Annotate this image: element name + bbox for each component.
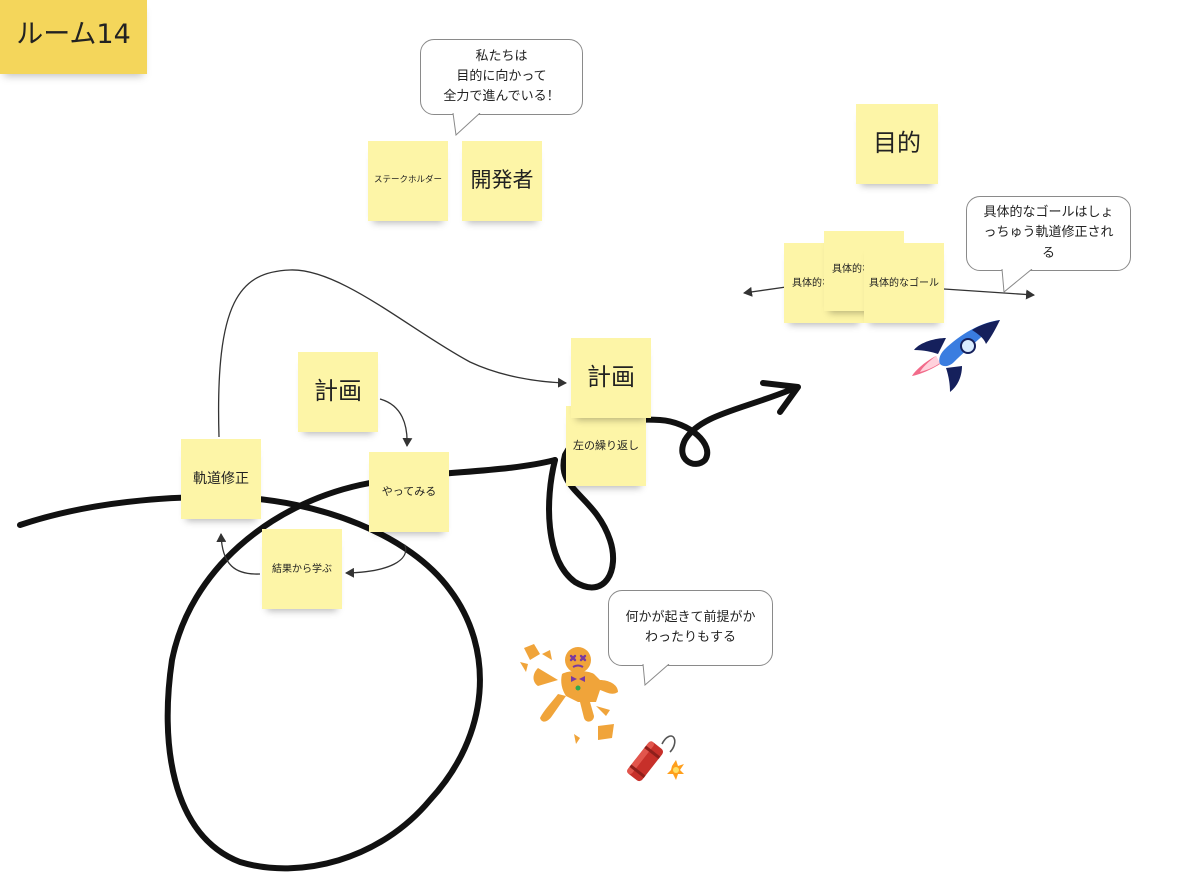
sticky-text: 計画 [314, 377, 362, 406]
bubble-text: 私たちは 目的に向かって 全力で進んでいる！ [443, 48, 560, 105]
sticky-text: 具体的な [832, 264, 872, 275]
sticky-developer[interactable]: 開発者 [462, 141, 542, 221]
sticky-concrete-goal-3[interactable]: 具体的なゴール [864, 243, 944, 323]
sticky-plan-center[interactable]: 計画 [571, 338, 651, 418]
speech-bubble-event[interactable]: 何かが起きて前提がか わったりもする [608, 590, 773, 666]
sticky-text: 左の繰り返し [573, 438, 639, 452]
connector-try-to-learn [345, 544, 407, 578]
sticky-course-correction[interactable]: 軌道修正 [181, 439, 261, 519]
connector-course-to-plan [217, 269, 567, 438]
dynamite-icon[interactable] [622, 730, 684, 782]
sticky-goal[interactable]: 目的 [856, 104, 938, 184]
ink-stroke-wave [17, 457, 558, 872]
rocket-icon[interactable] [906, 316, 1006, 394]
sticky-text: ステークホルダー [373, 175, 442, 186]
speech-bubble-goal-tail [1001, 269, 1033, 293]
room-label-text: ルーム14 [16, 18, 131, 50]
sticky-text: 具体的なゴール [869, 277, 939, 289]
bubble-text: 具体的なゴールはしょ っちゅう軌道修正され る [983, 205, 1114, 261]
sticky-text: 軌道修正 [193, 470, 249, 487]
sticky-text: 具体的な [792, 277, 832, 289]
sticky-text: やってみる [381, 484, 437, 498]
speech-bubble-team[interactable]: 私たちは 目的に向かって 全力で進んでいる！ [420, 39, 583, 115]
bubble-text: 何かが起きて前提がか わったりもする [625, 609, 756, 645]
sticky-text: 結果から学ぶ [272, 563, 332, 575]
sticky-plan-left[interactable]: 計画 [298, 352, 378, 432]
sticky-try-it[interactable]: やってみる [369, 452, 449, 532]
sticky-repeat-left[interactable]: 左の繰り返し [566, 406, 646, 486]
sticky-learn-from-results[interactable]: 結果から学ぶ [262, 529, 342, 609]
connector-plan-to-try [379, 398, 413, 447]
room-label[interactable]: ルーム14 [0, 0, 147, 74]
sticky-stakeholder[interactable]: ステークホルダー [368, 141, 448, 221]
sticky-text: 計画 [587, 363, 635, 392]
sticky-text: 開発者 [470, 168, 534, 193]
connector-learn-to-course [216, 533, 261, 575]
speech-bubble-goal[interactable]: 具体的なゴールはしょ っちゅう軌道修正され る [966, 196, 1131, 271]
ink-arrowhead [760, 380, 801, 415]
speech-bubble-team-tail [452, 113, 481, 137]
broken-gingerbread-icon[interactable] [518, 640, 622, 744]
speech-bubble-event-tail [642, 664, 670, 687]
sticky-text: 目的 [873, 129, 921, 158]
connector-goal-left [743, 286, 787, 297]
